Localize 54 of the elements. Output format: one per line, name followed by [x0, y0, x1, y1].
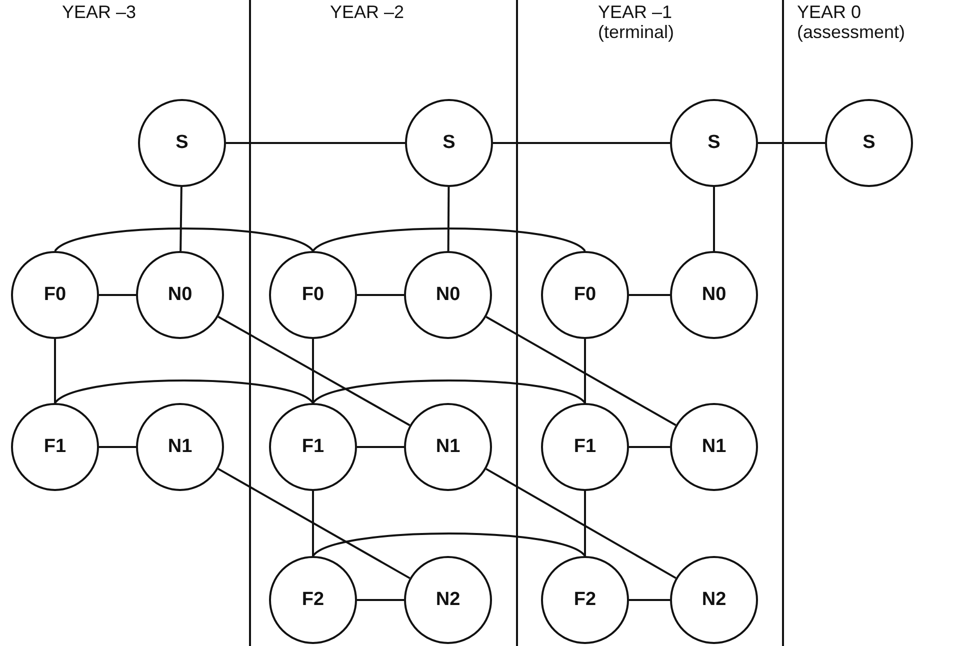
connector-line — [226, 142, 405, 144]
node-label: F0 — [44, 284, 66, 306]
node-label: N2 — [702, 589, 726, 611]
node-label: F1 — [574, 436, 596, 458]
connector-line — [629, 294, 670, 296]
connector-line — [312, 228, 586, 252]
connector-line — [312, 491, 314, 556]
node-label: S — [442, 132, 456, 154]
node-label: N0 — [168, 284, 192, 306]
connector-line — [629, 599, 670, 601]
connector-line — [584, 491, 586, 556]
connector-line — [447, 187, 450, 251]
connector-line — [99, 446, 136, 448]
connector-line — [493, 142, 670, 144]
node-label: F0 — [302, 284, 324, 306]
node-label: N1 — [436, 436, 460, 458]
node-label: S — [708, 132, 720, 154]
column-heading: YEAR –2 — [330, 2, 404, 22]
connector-line — [218, 316, 410, 426]
column-heading: (terminal) — [598, 22, 674, 42]
connector-line — [486, 316, 676, 426]
node-label: F2 — [302, 589, 324, 611]
connector-line — [99, 294, 136, 296]
connector-line — [758, 142, 825, 144]
connector-line — [486, 468, 676, 579]
column-heading: YEAR 0 — [797, 2, 862, 22]
node-label: S — [862, 132, 876, 154]
connector-line — [312, 532, 586, 557]
node-label: N1 — [168, 436, 192, 458]
connector-line — [357, 446, 404, 448]
node-label: N1 — [702, 436, 726, 458]
connector-line — [54, 228, 314, 252]
node-label: N0 — [436, 284, 460, 306]
connector-line — [312, 339, 314, 403]
node-label: N2 — [436, 589, 460, 611]
connector-line — [713, 187, 715, 251]
node-label: F1 — [44, 436, 66, 458]
connector-line — [357, 294, 404, 296]
connector-line — [312, 380, 586, 404]
node-label: N0 — [702, 284, 726, 306]
connector-line — [629, 446, 670, 448]
connector-line — [180, 186, 182, 252]
column-heading: (assessment) — [797, 22, 906, 42]
node-label: F0 — [574, 284, 596, 306]
column-heading: YEAR –3 — [62, 2, 136, 22]
node-label: F2 — [574, 589, 596, 611]
connector-line — [218, 468, 410, 580]
connector-line — [357, 599, 404, 601]
node-label: S — [176, 132, 188, 154]
connector-line — [54, 380, 314, 404]
connector-line — [584, 339, 586, 403]
connector-line — [54, 339, 56, 403]
node-label: F1 — [302, 436, 324, 458]
column-heading: YEAR –1 — [598, 2, 672, 22]
